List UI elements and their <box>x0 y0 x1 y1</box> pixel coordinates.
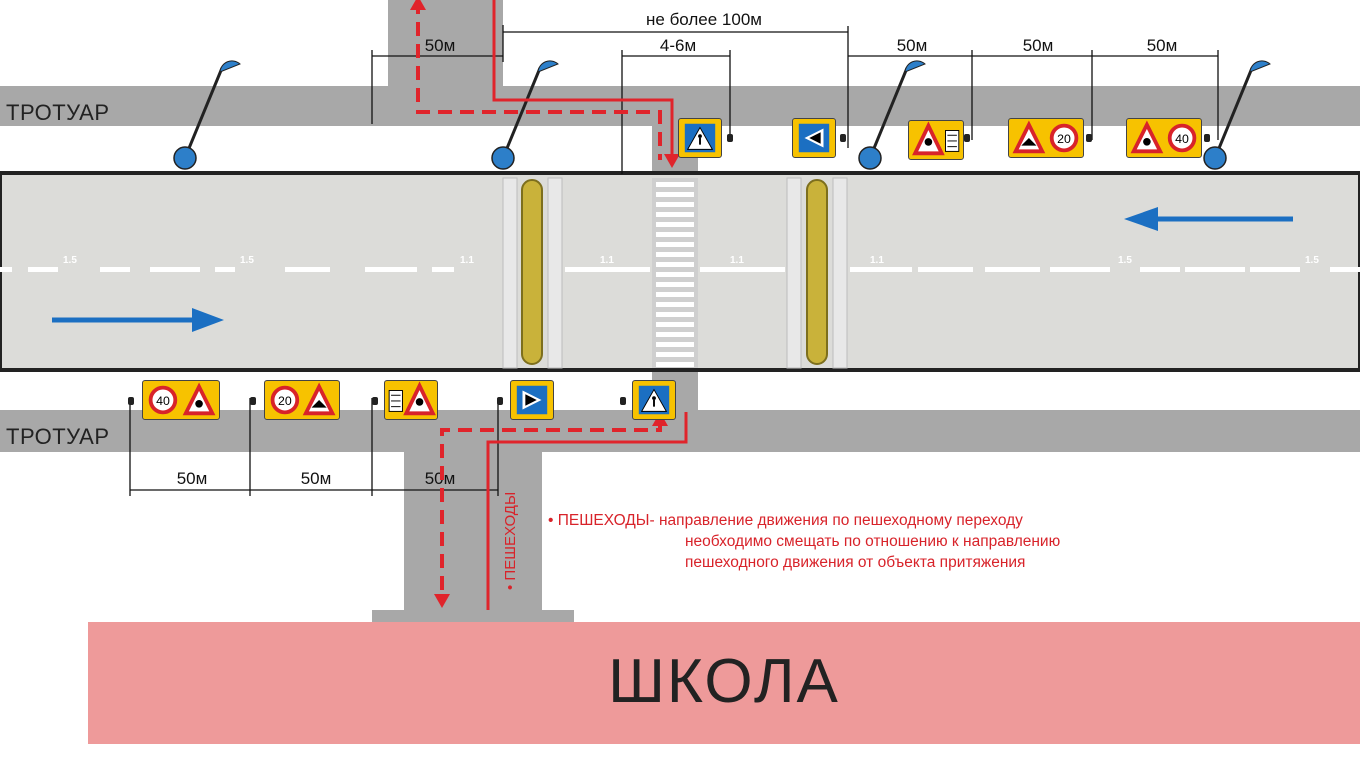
sign-children-top <box>908 120 964 160</box>
zebra-stripe <box>656 342 694 347</box>
sign-post-marker <box>1086 134 1092 142</box>
sidewalk-top-label: ТРОТУАР <box>6 100 110 125</box>
dimension-bottom-2: 50м <box>300 469 332 488</box>
sign-post-marker <box>372 397 378 405</box>
marking-code: 1.5 <box>63 255 77 266</box>
marking-code: 1.1 <box>730 255 744 266</box>
note-head: ПЕШЕХОДЫ- <box>557 512 655 529</box>
sign-speed-20-bump-bottom: 20 <box>264 380 340 420</box>
sign-post-marker <box>1204 134 1210 142</box>
note-line-3: пешеходного движения от объекта притяжен… <box>685 554 1026 571</box>
zebra-stripe <box>656 302 694 307</box>
pedestrians-vertical-label: • ПЕШЕХОДЫ <box>502 492 519 590</box>
dimension-lines <box>129 25 1219 496</box>
sign-post-marker <box>727 134 733 142</box>
zebra-stripe <box>656 292 694 297</box>
dimension-bottom-1: 50м <box>176 469 208 488</box>
street-lamps <box>173 60 1271 170</box>
dimension-max-distance: не более 100м <box>646 10 762 29</box>
sign-post-marker <box>620 397 626 405</box>
sign-speed-bump-top <box>792 118 836 158</box>
zebra-stripe <box>656 332 694 337</box>
zebra-stripe <box>656 202 694 207</box>
marking-code: 1.5 <box>1118 255 1132 266</box>
dimension-side-road: 50м <box>424 36 456 55</box>
sign-post-marker <box>964 134 970 142</box>
sidewalk-bottom <box>0 410 1360 452</box>
zebra-stripe <box>656 242 694 247</box>
street-lamp-icon <box>173 60 241 170</box>
zebra-stripe <box>656 262 694 267</box>
dimension-top-2: 50м <box>1022 36 1054 55</box>
road: 1.5 1.5 1.1 1.1 1.1 1.1 1.5 1.5 <box>0 171 1360 372</box>
zebra-stripe <box>656 192 694 197</box>
sign-speed-40-children-bottom: 40 <box>142 380 220 420</box>
zebra-stripe <box>656 282 694 287</box>
zebra-stripe <box>656 252 694 257</box>
school-building: ШКОЛА <box>88 622 1360 744</box>
traffic-arrow-left-icon <box>1124 207 1293 231</box>
sign-post-marker <box>840 134 846 142</box>
speed-bump-marking-right <box>786 177 848 369</box>
school-path <box>404 452 542 612</box>
speed-limit-value: 40 <box>156 394 170 408</box>
sign-pedestrian-crossing-top <box>678 118 722 158</box>
sidewalk-bottom-label: ТРОТУАР <box>6 424 110 449</box>
pedestrian-note: • ПЕШЕХОДЫ- направление движения по пеше… <box>548 510 1023 531</box>
center-line <box>0 267 1360 272</box>
sign-children-bottom <box>384 380 438 420</box>
sign-bump-speed-20-top: 20 <box>1008 118 1084 158</box>
sign-children-speed-40-top: 40 <box>1126 118 1202 158</box>
marking-code: 1.1 <box>600 255 614 266</box>
zebra-stripe <box>656 352 694 357</box>
sign-post-marker <box>128 397 134 405</box>
sign-post-marker <box>497 397 503 405</box>
note-bullet: • <box>548 512 558 529</box>
marking-code: 1.5 <box>240 255 254 266</box>
traffic-arrow-right-icon <box>52 308 224 332</box>
zebra-stripe <box>656 222 694 227</box>
zebra-stripe <box>656 362 694 367</box>
marking-code: 1.5 <box>1305 255 1319 266</box>
zebra-stripe <box>656 272 694 277</box>
school-label: ШКОЛА <box>608 647 840 716</box>
street-lamp-icon <box>858 60 926 170</box>
dimension-top-1: 50м <box>896 36 928 55</box>
speed-limit-value: 20 <box>278 394 292 408</box>
speed-bump-marking-left <box>502 177 563 369</box>
street-lamp-icon <box>1203 60 1271 170</box>
pedestrians-vertical-text: ПЕШЕХОДЫ <box>502 491 519 581</box>
speed-limit-value: 40 <box>1175 132 1189 146</box>
dimension-top-3: 50м <box>1146 36 1178 55</box>
zebra-stripe <box>656 312 694 317</box>
note-line-2: необходимо смещать по отношению к направ… <box>685 533 1061 550</box>
sign-post-marker <box>250 397 256 405</box>
zebra-stripe <box>656 322 694 327</box>
zebra-stripe <box>656 232 694 237</box>
sign-speed-bump-bottom <box>510 380 554 420</box>
marking-code: 1.1 <box>460 255 474 266</box>
side-road-top <box>388 0 503 126</box>
note-line-1: направление движения по пешеходному пере… <box>659 512 1023 529</box>
pedestrians-bullet: • <box>502 580 519 590</box>
marking-code: 1.1 <box>870 255 884 266</box>
dimension-crossing-span: 4-6м <box>659 36 697 55</box>
street-lamp-icon <box>491 60 559 170</box>
zebra-stripe <box>656 212 694 217</box>
zebra-stripe <box>656 182 694 187</box>
sign-pedestrian-crossing-bottom <box>632 380 676 420</box>
speed-limit-value: 20 <box>1057 132 1071 146</box>
